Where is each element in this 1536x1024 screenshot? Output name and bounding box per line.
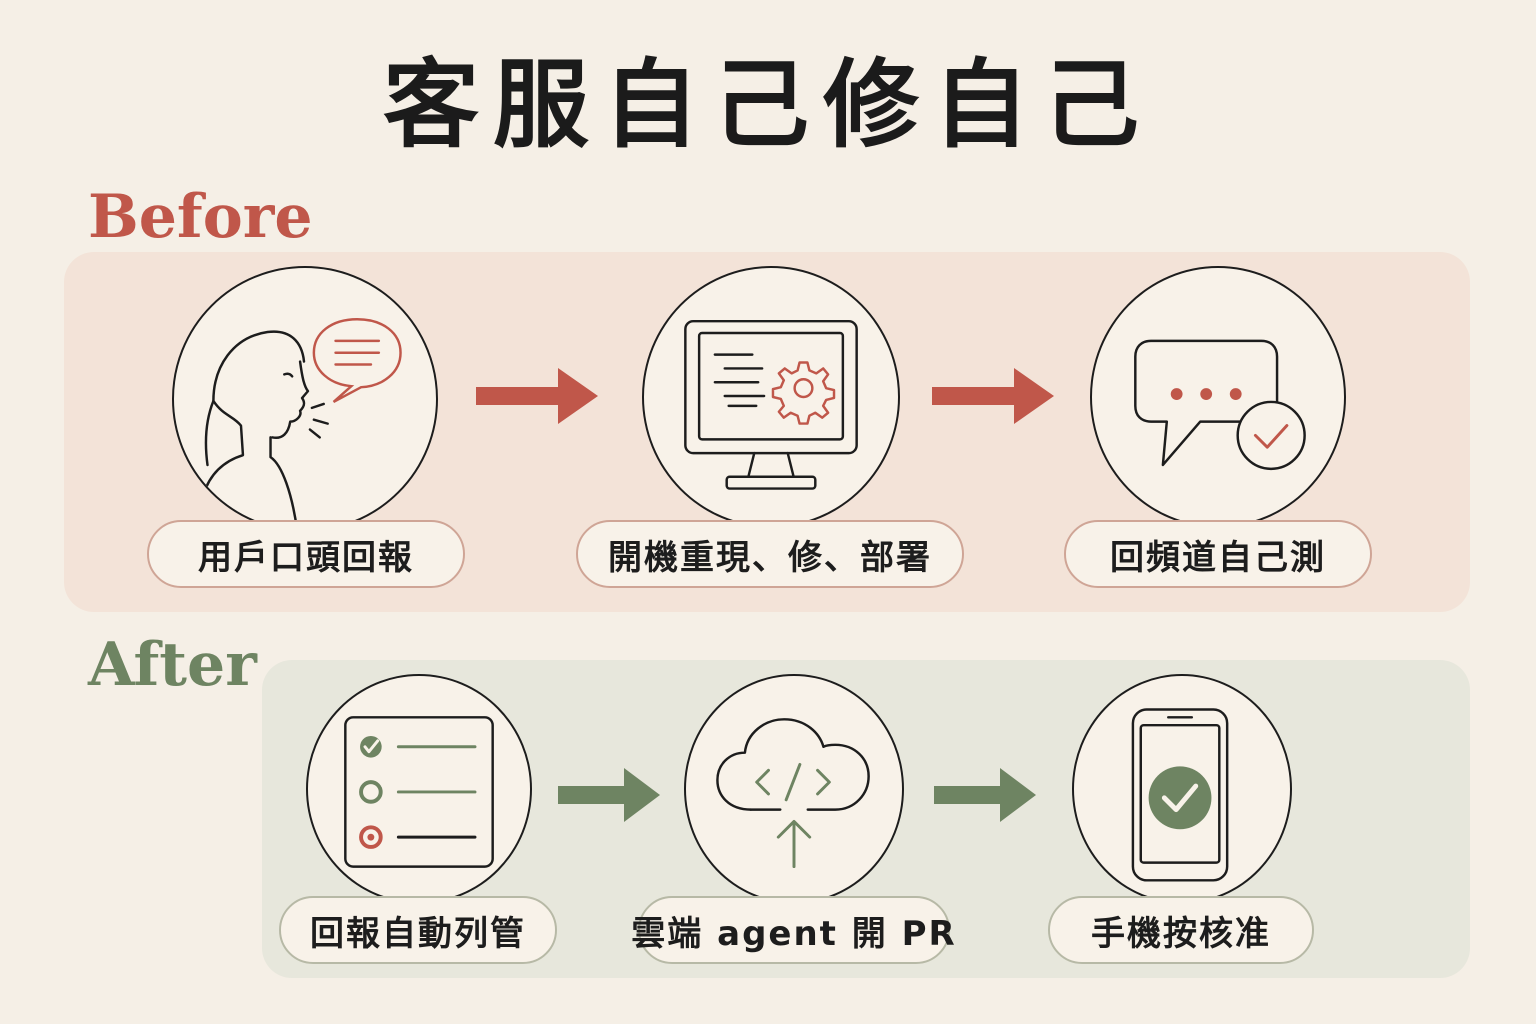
step-label-auto-tracked-reports: 回報自動列管 [279,896,557,964]
checklist-icon [306,674,532,904]
arrow-right-icon [558,768,660,822]
cloud-code-icon [684,674,904,904]
step-label-self-test-in-channel: 回頻道自己測 [1064,520,1372,588]
computer-settings-icon [642,266,900,528]
step-label-cloud-agent-opens-pr: 雲端 agent 開 PR [631,896,955,964]
chat-check-icon [1090,266,1346,528]
step-label-approve-on-phone: 手機按核准 [1048,896,1314,964]
arrow-right-icon [934,768,1036,822]
step-label-verbal-report: 用戶口頭回報 [147,520,465,588]
speaking-person-icon [172,266,438,532]
page-title: 客服自己修自己 [383,48,1153,161]
arrow-right-icon [476,368,598,424]
before-label: Before [88,182,313,252]
step-label-reproduce-fix-deploy: 開機重現、修、部署 [576,520,964,588]
arrow-right-icon [932,368,1054,424]
after-label: After [88,630,257,700]
phone-check-icon [1072,674,1292,904]
